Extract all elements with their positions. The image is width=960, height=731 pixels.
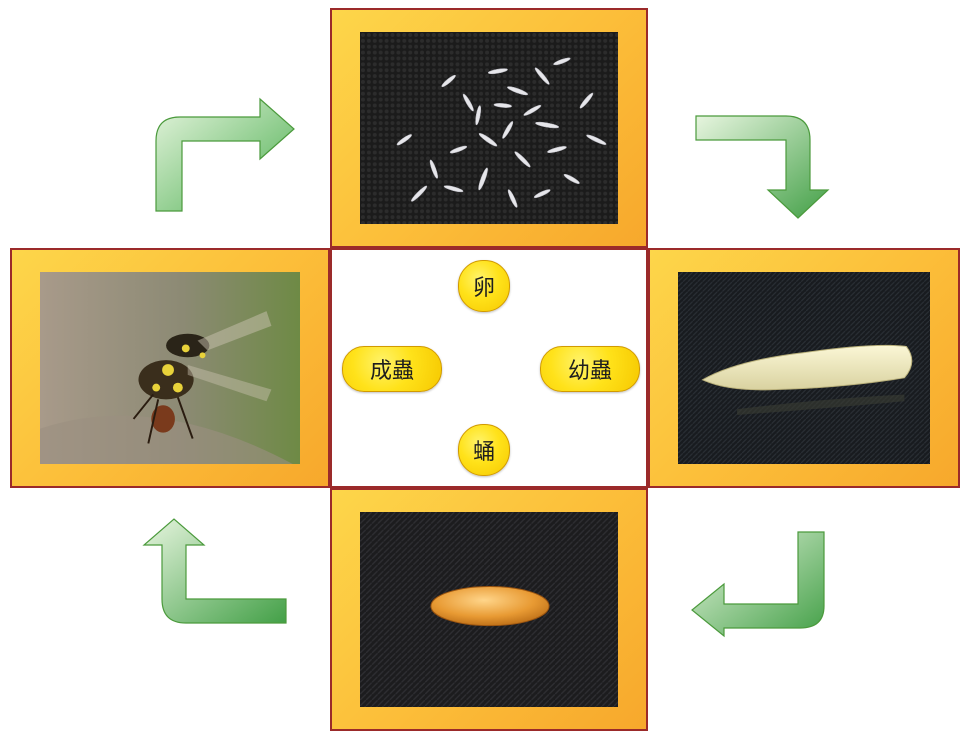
arrow-pupa-to-adult-icon	[140, 515, 290, 627]
adult-photo	[40, 272, 300, 464]
pupa-photo	[360, 512, 618, 707]
pupa-photo-frame	[330, 488, 648, 731]
egg-photo	[360, 32, 618, 224]
stage-label-egg: 卵	[458, 260, 510, 312]
larva-photo-frame	[648, 248, 960, 488]
stage-label-panel: 卵 成蟲 幼蟲 蛹	[330, 248, 648, 488]
stage-label-adult: 成蟲	[342, 346, 442, 392]
stage-label-larva: 幼蟲	[540, 346, 640, 392]
arrow-egg-to-larva-icon	[692, 110, 832, 222]
larva-photo	[678, 272, 930, 464]
egg-photo-frame	[330, 8, 648, 248]
adult-photo-frame	[10, 248, 330, 488]
arrow-larva-to-pupa-icon	[688, 528, 828, 638]
arrow-adult-to-egg-icon	[150, 95, 300, 215]
stage-label-pupa: 蛹	[458, 424, 510, 476]
